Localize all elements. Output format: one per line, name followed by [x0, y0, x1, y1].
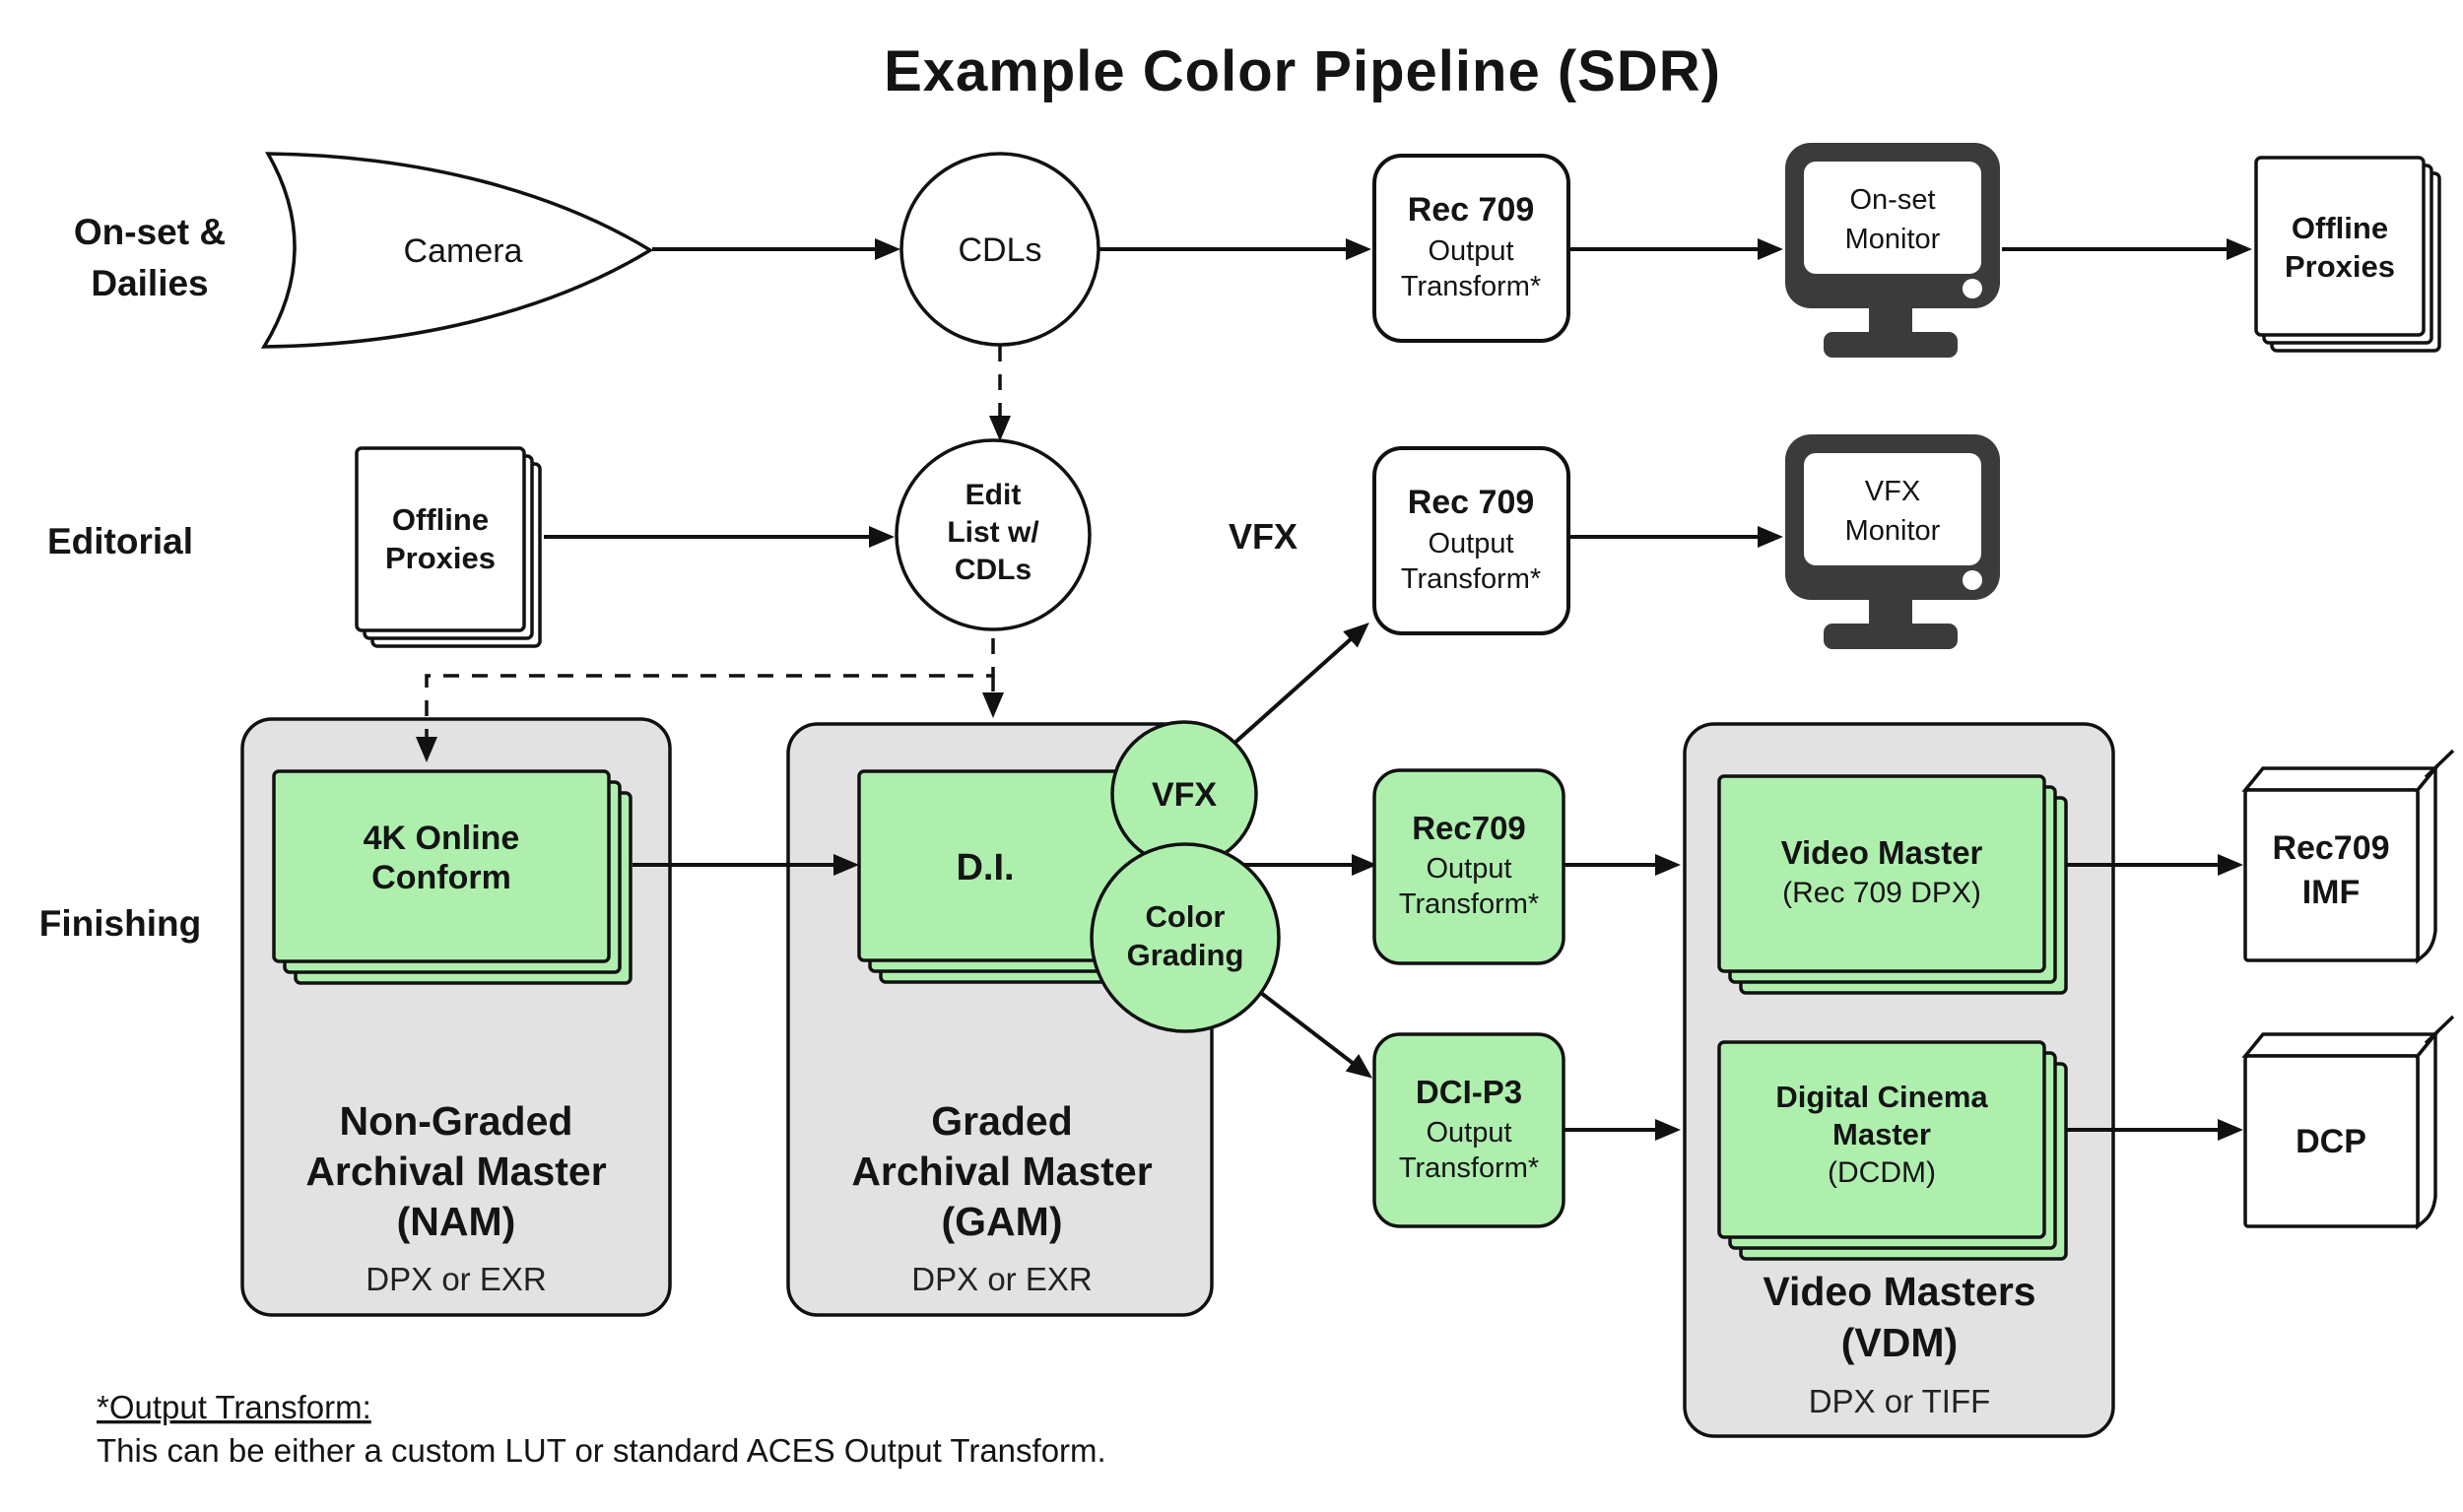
vfx-monitor-icon: [1785, 434, 2000, 649]
box-corner-line: [2424, 749, 2455, 779]
footnote-heading: *Output Transform:: [97, 1389, 371, 1425]
vfx-row-label: VFX: [1229, 516, 1298, 557]
rec709-ot-box-vfx: [1372, 446, 1570, 635]
offline-proxies-editorial-line2: Proxies: [385, 541, 496, 575]
onset-monitor-label-line1: On-set: [1849, 184, 1935, 216]
nam-subtitle: DPX or EXR: [366, 1261, 546, 1297]
stack-page: [1717, 774, 2046, 973]
edit-list-line2: List w/: [947, 516, 1039, 549]
box-top-face: [2241, 766, 2439, 792]
row-label-editorial: Editorial: [47, 521, 193, 561]
vfx-monitor-label-line1: VFX: [1865, 476, 1920, 507]
stack-page: [272, 769, 611, 963]
offline-proxies-editorial-line1: Offline: [392, 502, 489, 537]
dcdm-stack: [1717, 1040, 2068, 1261]
arrow-vfx-circle-to-rec709: [1230, 623, 1369, 748]
nam-title-line3: (NAM): [397, 1199, 516, 1244]
dcdm-line1: Digital Cinema: [1775, 1080, 1988, 1114]
camera-shape: [260, 152, 654, 349]
rec709-ot-onset-line2: Output: [1428, 235, 1513, 267]
footnote-body: This can be either a custom LUT or stand…: [97, 1432, 1106, 1469]
dashed-arrow-editlist-to-nam: [416, 638, 995, 762]
cdls-circle: [899, 152, 1100, 347]
dcp-label: DCP: [2296, 1123, 2366, 1160]
monitor-base: [1824, 332, 1958, 358]
rec709-imf-3d-box: [2241, 749, 2455, 964]
4k-online-conform-stack: [272, 769, 632, 985]
monitor-neck: [1869, 308, 1912, 332]
di-stack-label: D.I.: [956, 847, 1014, 888]
box-corner-line: [2424, 1015, 2455, 1045]
dcip3-ot-box: [1372, 1032, 1565, 1228]
nam-title-line2: Archival Master: [305, 1149, 606, 1194]
row-label-onset-line1: On-set &: [74, 212, 226, 252]
rec709-ot-onset-title: Rec 709: [1408, 191, 1535, 229]
monitor-camera-dot: [1963, 279, 1982, 298]
color-grading-line2: Grading: [1127, 938, 1244, 972]
video-master-line2: (Rec 709 DPX): [1782, 877, 1981, 909]
dcip3-ot-line3: Transform*: [1399, 1152, 1539, 1184]
row-label-onset-line2: Dailies: [91, 263, 208, 303]
rec709-ot-onset-line3: Transform*: [1401, 271, 1541, 302]
color-grading-line1: Color: [1146, 899, 1226, 934]
monitor-base: [1824, 624, 1958, 649]
vdm-title-line1: Video Masters: [1763, 1269, 2035, 1314]
stack-page: [2254, 156, 2426, 337]
edit-list-line3: CDLs: [955, 554, 1032, 586]
offline-proxies-stack-editorial: [355, 446, 542, 648]
rec709-ot-finishing-title: Rec709: [1412, 810, 1526, 846]
dcip3-ot-title: DCI-P3: [1416, 1074, 1522, 1110]
box-top-face: [2241, 1032, 2439, 1058]
rec709-ot-vfx-line3: Transform*: [1401, 563, 1541, 595]
gam-subtitle: DPX or EXR: [911, 1261, 1092, 1297]
dcdm-line3: (DCDM): [1828, 1156, 1936, 1189]
gam-title-line2: Archival Master: [851, 1149, 1152, 1194]
dcip3-ot-line2: Output: [1426, 1117, 1511, 1149]
box-side-face: [2416, 1029, 2437, 1230]
stack-page: [355, 446, 526, 632]
rec709-ot-finishing-line2: Output: [1426, 853, 1511, 885]
conform-stack-line2: Conform: [371, 859, 511, 896]
edit-list-line1: Edit: [965, 479, 1022, 511]
vdm-title-line2: (VDM): [1841, 1320, 1958, 1365]
box-front-face: [2243, 788, 2420, 962]
rec709-ot-box-finishing: [1372, 768, 1565, 965]
video-master-line1: Video Master: [1781, 834, 1983, 871]
dcp-3d-box: [2241, 1015, 2455, 1230]
rec709-ot-vfx-line2: Output: [1428, 528, 1513, 559]
offline-proxies-stack-onset: [2254, 156, 2441, 353]
arrow-colorgrading-to-dcip3: [1259, 991, 1373, 1079]
gam-title-line3: (GAM): [942, 1199, 1063, 1244]
monitor-screen: [1804, 453, 1981, 565]
vdm-subtitle: DPX or TIFF: [1809, 1383, 1991, 1419]
cdls-label: CDLs: [958, 231, 1041, 269]
video-master-stack: [1717, 774, 2068, 995]
box-side-face: [2416, 763, 2437, 964]
dcdm-line2: Master: [1832, 1117, 1931, 1151]
monitor-neck: [1869, 600, 1912, 624]
imf-label-line1: Rec709: [2272, 829, 2389, 867]
rec709-ot-finishing-line3: Transform*: [1399, 888, 1539, 920]
rec709-ot-vfx-title: Rec 709: [1408, 484, 1535, 521]
vfx-monitor-label-line2: Monitor: [1845, 515, 1941, 547]
color-grading-circle: [1090, 842, 1281, 1033]
monitor-screen: [1804, 162, 1981, 274]
gam-title-line1: Graded: [931, 1098, 1073, 1144]
conform-stack-line1: 4K Online: [364, 820, 520, 857]
box-front-face: [2243, 1054, 2420, 1228]
nam-title-line1: Non-Graded: [340, 1098, 573, 1144]
imf-label-line2: IMF: [2302, 874, 2361, 911]
edit-list-circle: [895, 438, 1092, 631]
monitor-camera-dot: [1963, 570, 1982, 590]
camera-label: Camera: [404, 232, 523, 270]
diagram-title: Example Color Pipeline (SDR): [884, 39, 1721, 103]
onset-monitor-label-line2: Monitor: [1845, 224, 1941, 255]
offline-proxies-onset-line1: Offline: [2292, 211, 2388, 245]
vfx-circle-label: VFX: [1152, 776, 1217, 814]
offline-proxies-onset-line2: Proxies: [2285, 249, 2395, 284]
stack-page: [1717, 1040, 2046, 1239]
row-label-finishing: Finishing: [39, 903, 201, 944]
rec709-ot-box-onset: [1372, 154, 1570, 343]
onset-monitor-icon: [1785, 143, 2000, 358]
